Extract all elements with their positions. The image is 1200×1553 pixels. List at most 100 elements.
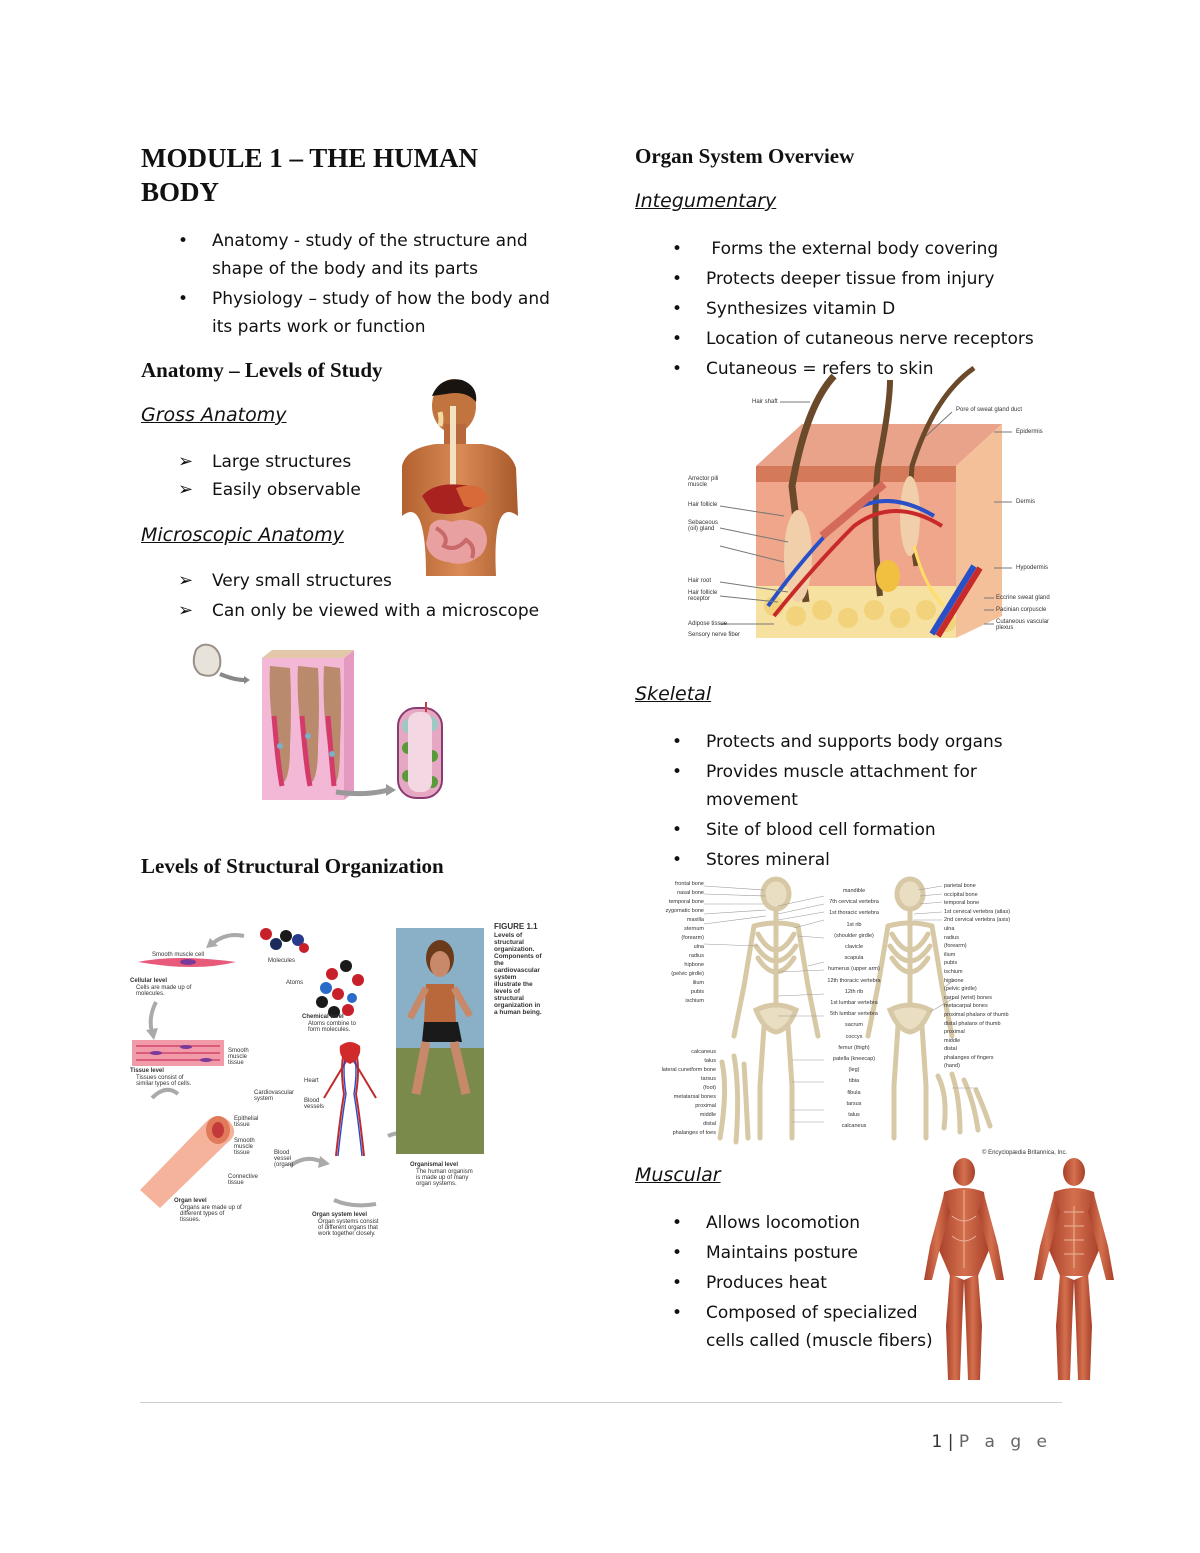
skeleton-label: temporal bone — [944, 900, 980, 907]
skeleton-label: calcaneus — [691, 1049, 716, 1055]
skeleton-label: ischium — [944, 968, 963, 975]
list-item: •Produces heat — [672, 1273, 827, 1293]
skeleton-label: proximal phalanx of thumb — [944, 1011, 1009, 1018]
label-connective: Connective tissue — [228, 1174, 259, 1186]
label-pacinian: Pacinian corpuscle — [996, 607, 1047, 613]
page-footer: 1 | P a g e — [931, 1432, 1052, 1452]
label-organ-system-desc: Organ systems consist of different organ… — [318, 1219, 379, 1237]
label-cellular-desc: Cells are made up of molecules. — [136, 985, 192, 997]
list-item: •Protects deeper tissue from injury — [672, 269, 995, 289]
gross-anatomy-list: ➢Large structures ➢Easily observable — [178, 448, 361, 504]
skeleton-label: fibula — [847, 1089, 861, 1096]
list-item: •Physiology – study of how the body and … — [178, 289, 550, 337]
skeleton-label: pubis — [944, 960, 958, 967]
label-hair-follicle: Hair follicle — [688, 502, 718, 508]
arrow-bullet-icon: ➢ — [178, 451, 194, 472]
list-item: •Synthesizes vitamin D — [672, 299, 896, 319]
skeleton-label: temporal bone — [668, 899, 704, 905]
label-heart: Heart — [304, 1078, 319, 1084]
figure-caption: Levels of structural organization. Compo… — [494, 932, 542, 1016]
list-item: •Location of cutaneous nerve receptors — [672, 329, 1034, 349]
skeleton-label: coccyx — [845, 1033, 863, 1040]
skeleton-label: frontal bone — [674, 881, 704, 887]
label-epidermis: Epidermis — [1016, 429, 1043, 435]
label-hair-root: Hair root — [688, 578, 712, 584]
figure-title: FIGURE 1.1 — [494, 922, 538, 931]
list-item: ➢Can only be viewed with a microscope — [178, 597, 539, 625]
skeleton-label: 1st rib — [846, 921, 862, 928]
structural-organization-figure: FIGURE 1.1 Levels of structural organiza… — [126, 918, 546, 1250]
skeleton-label: ischium — [685, 998, 704, 1004]
list-item: •Composed of specialized cells called (m… — [672, 1303, 933, 1351]
skeleton-label: sacrum — [844, 1022, 864, 1029]
skeleton-label: (hand) — [944, 1063, 960, 1070]
skeleton-label: proximal — [695, 1103, 716, 1109]
skeleton-label: sternum — [684, 926, 704, 932]
label-receptor: Hair follicle receptor — [688, 590, 718, 602]
microscopic-tissue-illustration — [192, 643, 443, 800]
label-hypodermis: Hypodermis — [1016, 565, 1049, 571]
skeleton-label: tarsus — [701, 1076, 716, 1082]
gross-anatomy-heading: Gross Anatomy — [141, 404, 287, 426]
skeleton-label: distal — [944, 1046, 957, 1053]
skeleton-label: nasal bone — [677, 890, 704, 896]
muscular-heading: Muscular — [635, 1164, 721, 1186]
skeletal-list: •Protects and supports body organs •Prov… — [672, 728, 1026, 874]
label-chemical-desc: Atoms combine to form molecules. — [308, 1021, 357, 1033]
list-item: • Forms the external body covering — [672, 239, 999, 259]
skeleton-label: (shoulder girdle) — [834, 932, 874, 939]
levels-of-study-heading: Anatomy – Levels of Study — [141, 358, 383, 382]
skeleton-label: metatarsal bones — [673, 1094, 716, 1100]
label-pore: Pore of sweat gland duct — [956, 407, 1023, 413]
skeleton-label: middle — [699, 1112, 716, 1118]
skeleton-label: pubis — [690, 989, 704, 995]
skeleton-label: occipital bone — [944, 891, 978, 898]
skeleton-label: (forearm) — [681, 935, 704, 941]
label-organ-level: Organ level — [174, 1198, 207, 1204]
skeleton-label: phalanges of fingers — [944, 1054, 994, 1061]
label-blood-vessel-organ: Blood vessel (organ) — [274, 1150, 294, 1168]
microscopic-anatomy-heading: Microscopic Anatomy — [141, 524, 344, 546]
label-tissue-level: Tissue level — [130, 1068, 164, 1074]
label-tissue-desc: Tissues consist of similar types of cell… — [136, 1075, 192, 1087]
skeleton-label: 1st lumbar vertebra — [830, 1000, 878, 1007]
label-organ-system-level: Organ system level — [312, 1212, 368, 1218]
skeleton-graphics — [703, 876, 993, 1145]
skeleton-label: 1st cervical vertebra (atlas) — [944, 908, 1011, 915]
arrow-bullet-icon: ➢ — [178, 570, 194, 591]
skeleton-label: parietal bone — [944, 883, 976, 889]
module-title: MODULE 1 – THE HUMAN BODY — [141, 143, 479, 207]
skeleton-label: radius — [689, 953, 704, 959]
page-separator: | — [947, 1432, 954, 1452]
label-atoms: Atoms — [286, 980, 304, 986]
list-item: •Cutaneous = refers to skin — [672, 359, 934, 379]
list-item: •Protects and supports body organs — [672, 732, 1003, 752]
skeleton-label: mandible — [842, 888, 866, 894]
skeleton-label: ilium — [944, 951, 956, 958]
label-cardiovascular: Cardiovascular system — [254, 1090, 295, 1102]
skeleton-label: ulna — [944, 925, 955, 932]
label-hair-shaft: Hair shaft — [752, 399, 778, 405]
skeleton-label: 12th rib — [844, 988, 864, 995]
skeleton-label: proximal — [944, 1029, 965, 1036]
list-item: ➢Large structures — [178, 448, 361, 476]
list-item: •Allows locomotion — [672, 1213, 861, 1233]
list-item: •Provides muscle attachment for movement — [672, 762, 977, 810]
label-chemical-level: Chemical level — [302, 1014, 344, 1020]
label-dermis: Dermis — [1016, 499, 1035, 505]
skeleton-label: 12th thoracic vertebra — [827, 977, 881, 984]
skeleton-label: zygomatic bone — [665, 908, 704, 914]
skeleton-label: calcaneus — [841, 1123, 867, 1130]
page-word: P a g e — [958, 1432, 1052, 1452]
skeleton-label: middle — [944, 1037, 961, 1044]
skeleton-label: femur (thigh) — [838, 1044, 870, 1051]
skeleton-label: hipbone — [944, 977, 964, 984]
label-sensory: Sensory nerve fiber — [688, 632, 741, 638]
skeleton-credit: © Encyclopædia Britannica, Inc. — [982, 1150, 1068, 1156]
organ-system-overview-heading: Organ System Overview — [635, 144, 855, 168]
skeleton-label: 2nd cervical vertebra (axis) — [944, 917, 1011, 924]
skeleton-label: talus — [848, 1112, 860, 1119]
label-molecules: Molecules — [268, 958, 296, 964]
list-item: •Anatomy - study of the structure and sh… — [178, 231, 528, 279]
